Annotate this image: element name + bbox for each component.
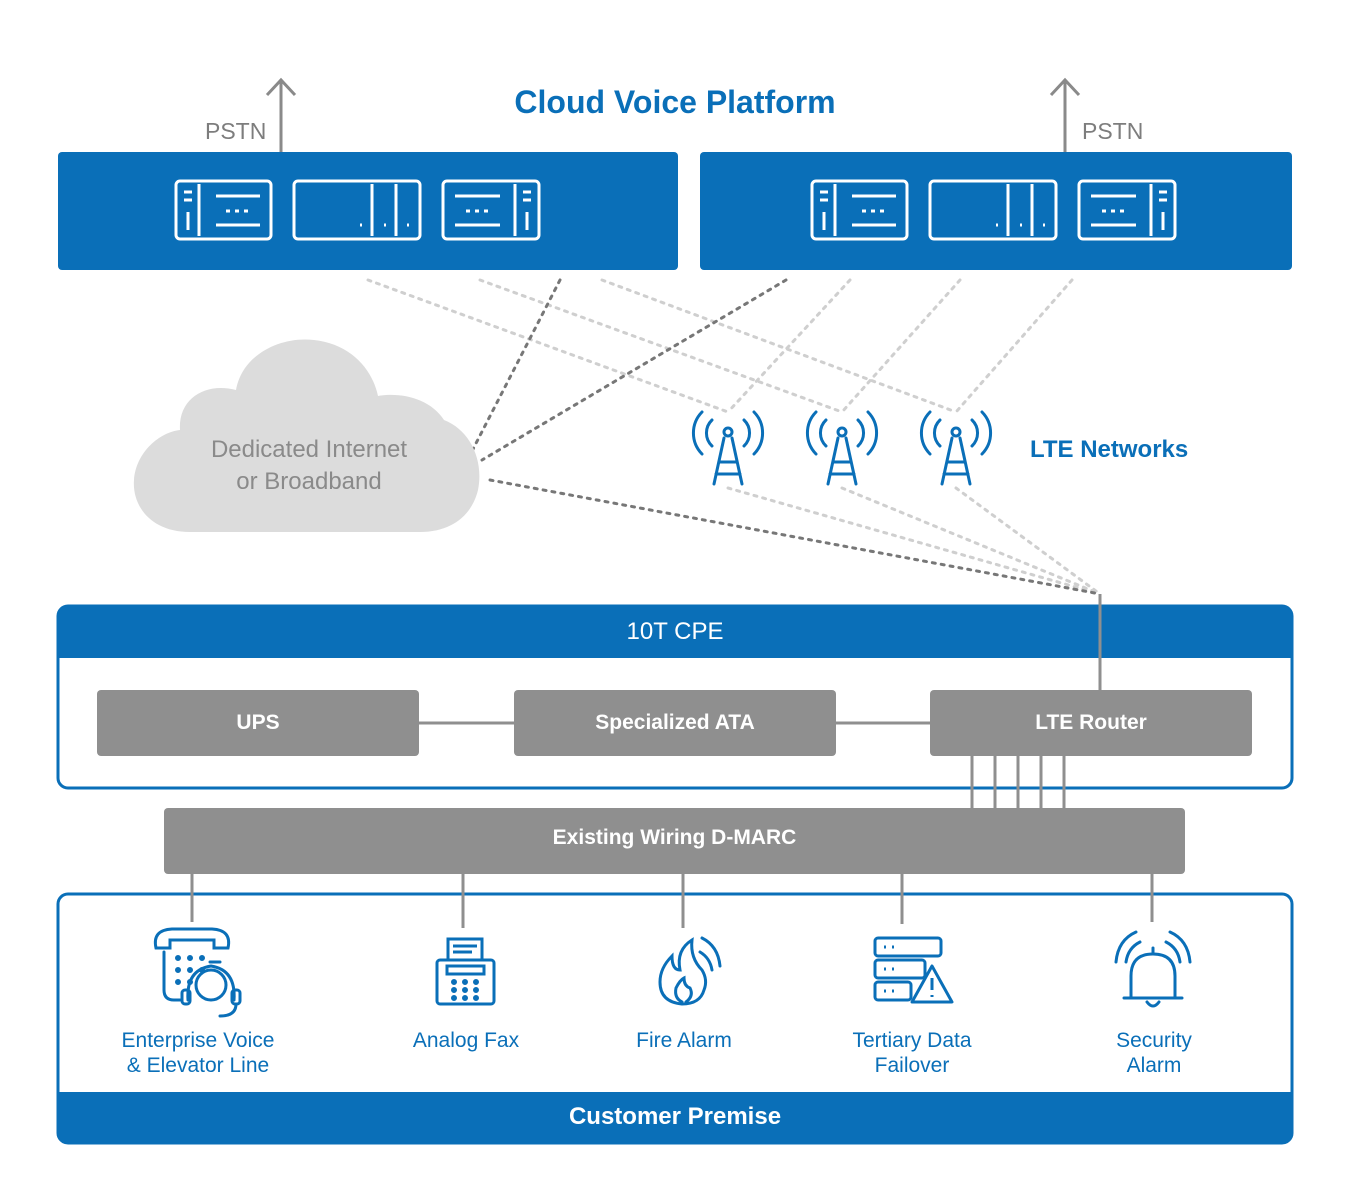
security-bell-icon [1114, 930, 1192, 1008]
pstn-arrow-right [1049, 77, 1081, 152]
server-icons-left [174, 179, 541, 241]
router-dmarc-lines [970, 756, 1066, 808]
cpe-header-bar [58, 606, 1292, 658]
fire-alarm-icon [658, 936, 722, 1006]
cpe-title: 10T CPE [626, 618, 724, 645]
pstn-arrow-left [265, 77, 297, 152]
device-label-line2: Failover [874, 1054, 950, 1077]
internet-dotted-paths [468, 278, 1102, 596]
ata-label: Specialized ATA [595, 711, 755, 734]
dmarc-bar [164, 808, 1185, 874]
device-label-analog-fax: Analog Fax [366, 1028, 566, 1053]
server-icons-right [810, 179, 1177, 241]
lte-dotted-paths [366, 278, 1102, 596]
device-label-line1: Analog Fax [412, 1029, 520, 1052]
device-label-line2: & Elevator Line [126, 1054, 270, 1077]
internet-label-line1: Dedicated Internet [210, 436, 408, 463]
page-title: Cloud Voice Platform [514, 84, 836, 120]
premise-footer-bar [58, 1092, 1292, 1143]
lte-router-box [930, 690, 1252, 756]
device-label-line1: Enterprise Voice [121, 1029, 275, 1052]
device-label-line1: Tertiary Data [852, 1029, 972, 1052]
internet-cloud-shape [133, 339, 480, 532]
ups-box [97, 690, 419, 756]
internet-label-line2: or Broadband [236, 468, 382, 495]
device-label-fire-alarm: Fire Alarm [584, 1028, 784, 1053]
device-label-line1: Security [1116, 1029, 1192, 1052]
internet-cloud-label: Dedicated Internet or Broadband [178, 434, 440, 498]
cloud-platform-box-left [58, 152, 678, 270]
device-label-enterprise-voice: Enterprise Voice & Elevator Line [92, 1028, 304, 1078]
dmarc-drop-lines [190, 874, 1154, 928]
device-label-line2: Alarm [1126, 1054, 1182, 1077]
server-warning-icon [873, 936, 954, 1004]
pstn-label-left: PSTN [205, 118, 267, 144]
cloud-platform-box-right [700, 152, 1292, 270]
dmarc-label: Existing Wiring D-MARC [552, 826, 797, 849]
fax-icon [435, 937, 496, 1006]
lte-router-label: LTE Router [1035, 711, 1147, 734]
ups-label: UPS [236, 711, 280, 734]
device-label-tertiary-data: Tertiary Data Failover [812, 1028, 1012, 1078]
device-label-line1: Fire Alarm [636, 1029, 732, 1052]
ata-box [514, 690, 836, 756]
device-label-security-alarm: Security Alarm [1054, 1028, 1254, 1078]
lte-tower-icons [691, 410, 993, 486]
pstn-label-right: PSTN [1082, 118, 1144, 144]
customer-premise-label: Customer Premise [568, 1103, 782, 1130]
phone-headset-icon [153, 927, 242, 1018]
lte-networks-label: LTE Networks [1030, 436, 1189, 463]
